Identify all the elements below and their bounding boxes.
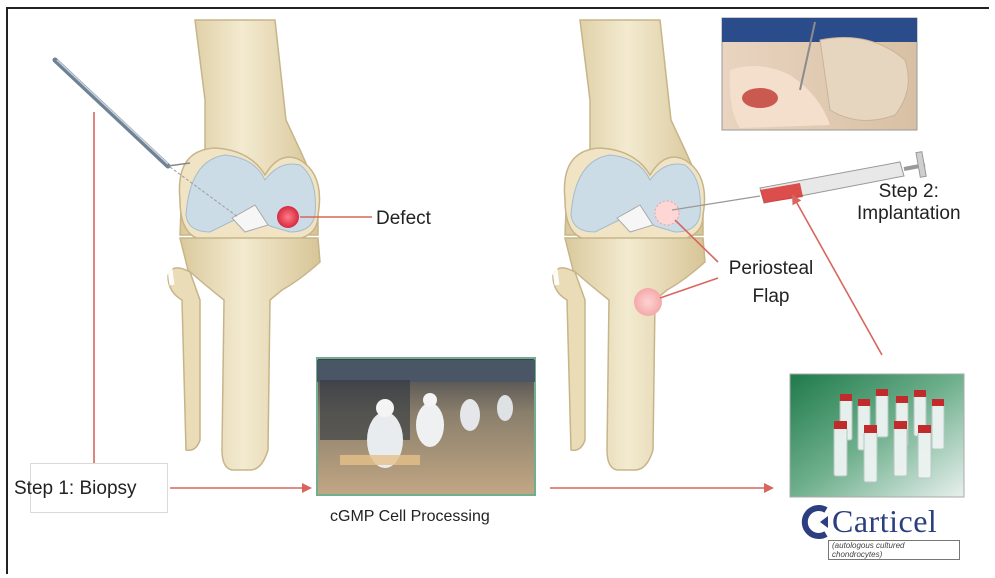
step1-label: Step 1: Biopsy [14,478,137,500]
knee-right [553,20,705,470]
step2-label: Step 2: Implantation [857,181,961,225]
carticel-c-icon [798,504,832,540]
periosteal-flap-marker [634,288,662,316]
carticel-logo: Carticel (autologous cultured chondrocyt… [798,500,960,556]
carticel-tagline: (autologous cultured chondrocytes) [828,540,960,560]
cgmp-photo [317,358,535,495]
flap-line2: Flap [706,283,836,311]
defect-label: Defect [376,208,431,230]
flap-line1: Periosteal [706,255,836,283]
surgery-photo [722,18,917,130]
step2-line1: Step 2: [857,181,961,203]
cgmp-label: cGMP Cell Processing [330,508,490,526]
periosteal-flap-label: Periosteal Flap [706,255,836,311]
knee-left [168,20,320,470]
vials-photo [790,374,964,497]
defect-marker [277,206,299,228]
step2-line2: Implantation [857,203,961,225]
carticel-name: Carticel [832,503,937,540]
